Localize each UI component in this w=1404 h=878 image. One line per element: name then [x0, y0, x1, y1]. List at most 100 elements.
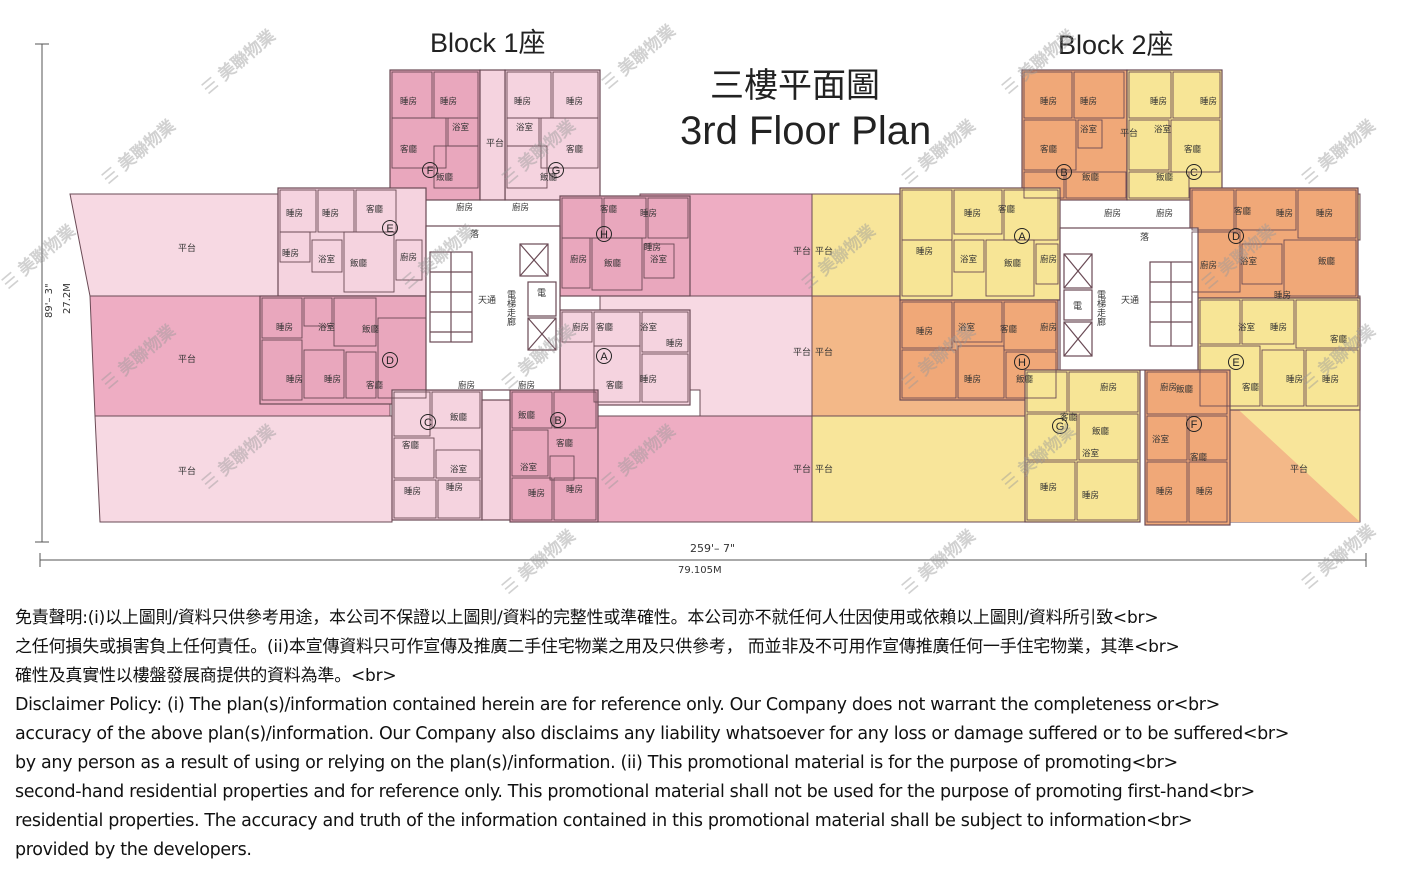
room-label: 睡房 [440, 96, 457, 107]
lift-b2-2 [1063, 289, 1093, 321]
room-label: 睡房 [640, 208, 657, 219]
room-label: 飯廳 [518, 410, 536, 421]
room-label: 浴室 [650, 254, 668, 265]
unit-b1-C [391, 389, 483, 521]
lift-lobby-label: 電梯走廊 [1095, 290, 1106, 327]
unit-letter: G [1056, 421, 1065, 433]
room-label: 浴室 [1080, 124, 1098, 135]
room-label: 廚房 [572, 322, 589, 333]
watermark-text: ☰ 美聯物業 [598, 20, 680, 93]
room-label: 睡房 [916, 246, 933, 257]
room-label: 睡房 [1200, 96, 1217, 107]
unit-b1-A [559, 309, 691, 406]
unit-letter: C [424, 417, 432, 429]
room-label: 浴室 [1152, 434, 1170, 445]
terrace-label: 平台 [178, 353, 196, 365]
disclaimer-en-line: by any person as a result of using or re… [15, 753, 1178, 773]
lift-label: 電 [537, 288, 546, 299]
room-label: 睡房 [446, 482, 463, 493]
terrace-label: 平台 [1290, 463, 1308, 475]
watermark-text: ☰ 美聯物業 [1298, 520, 1380, 593]
watermark-text: ☰ 美聯物業 [1298, 115, 1380, 188]
dimension-width-ft: 259'– 7" [690, 542, 735, 555]
terrace-label: 平台 [793, 245, 811, 257]
room-label: 客廳 [366, 380, 384, 391]
room-label: 廚房 [400, 252, 417, 263]
room-label: 飯廳 [604, 258, 622, 269]
room-label: 客廳 [1060, 412, 1078, 423]
room-label: 飯廳 [350, 258, 368, 269]
room-label: 客廳 [998, 204, 1016, 215]
room-label: 飯廳 [1176, 384, 1194, 395]
room-label: 睡房 [286, 374, 303, 385]
terrace-block2-bottom-left [811, 415, 1026, 523]
room-label: 客廳 [566, 144, 584, 155]
watermark-text: ☰ 美聯物業 [0, 220, 80, 293]
lift-b1-2 [527, 281, 557, 317]
room-label: 浴室 [318, 322, 336, 333]
fall-label: 落 [470, 228, 479, 240]
watermark-text: ☰ 美聯物業 [498, 525, 580, 598]
floor-plan-diagram: 睡房睡房浴室客廳飯廳廚房睡房睡房浴室飯廳客廳廚房睡房睡房客廳睡房浴室飯廳廚房客廳… [0, 20, 1380, 598]
plan-title-zh: 三樓平面圖 [710, 66, 880, 106]
unit-letter: F [427, 165, 434, 177]
terrace-block2-bottom-right-diag [1228, 400, 1360, 522]
watermark-text: ☰ 美聯物業 [198, 25, 280, 98]
room-label: 飯廳 [1156, 172, 1174, 183]
room-label: 睡房 [1316, 208, 1333, 219]
terrace-label: 平台 [178, 465, 196, 477]
room-label: 廚房 [1200, 260, 1217, 271]
block1-strip-bottom [481, 399, 511, 521]
room-label: 睡房 [1156, 486, 1173, 497]
room-label: 飯廳 [1004, 258, 1022, 269]
room-label: 飯廳 [1082, 172, 1100, 183]
unit-letter: E [386, 223, 393, 235]
room-divisions [261, 71, 1359, 523]
terrace-label: 平台 [793, 463, 811, 475]
room-label: 睡房 [404, 486, 421, 497]
unit-b1-F [389, 69, 481, 201]
room-label: 睡房 [1286, 374, 1303, 385]
room-label: 廚房 [456, 202, 473, 213]
dimension-lines [35, 43, 1367, 567]
room-label: 浴室 [960, 254, 978, 265]
unit-b2-D [1189, 187, 1359, 299]
disclaimer-zh-line: 免責聲明:(i)以上圖則/資料只供參考用途，本公司不保證以上圖則/資料的完整性或… [15, 608, 1159, 628]
unit-b2-C [1126, 69, 1223, 201]
room-label: 客廳 [1184, 144, 1202, 155]
room-label: 睡房 [1082, 490, 1099, 501]
room-label: 飯廳 [450, 412, 468, 423]
unit-b2-G [1024, 369, 1141, 523]
room-label: 睡房 [1040, 96, 1057, 107]
room-label: 浴室 [318, 254, 336, 265]
room-label: 睡房 [282, 248, 299, 259]
room-label: 浴室 [1240, 256, 1258, 267]
disclaimer-en-line: accuracy of the above plan(s)/informatio… [15, 724, 1290, 744]
plan-title-en: 3rd Floor Plan [680, 109, 931, 153]
room-label: 睡房 [566, 484, 583, 495]
unit-letter: C [1190, 167, 1198, 179]
room-label: 浴室 [1154, 124, 1172, 135]
room-label: 睡房 [400, 96, 417, 107]
room-label: 客廳 [606, 380, 624, 391]
room-label: 客廳 [1242, 382, 1260, 393]
terrace-label: 平台 [815, 245, 833, 257]
dimension-height-ft: 89'– 3" [44, 283, 55, 318]
room-label: 客廳 [1040, 144, 1058, 155]
room-label: 客廳 [1000, 324, 1018, 335]
room-label: 浴室 [1082, 448, 1100, 459]
unit-b1-G [504, 69, 601, 201]
terrace-label: 平台 [178, 242, 196, 254]
room-label: 睡房 [1270, 322, 1287, 333]
block2-title: Block 2座 [1058, 30, 1174, 60]
room-label: 廚房 [1156, 208, 1173, 219]
watermark-text: ☰ 美聯物業 [98, 115, 180, 188]
terrace-label: 平台 [815, 463, 833, 475]
core-labels: 電梯走廊 電梯走廊 天通 天通 電 電 落 落 [470, 228, 1149, 327]
room-label: 睡房 [276, 322, 293, 333]
block2-core [1059, 227, 1199, 371]
disclaimer: 免責聲明:(i)以上圖則/資料只供參考用途，本公司不保證以上圖則/資料的完整性或… [15, 604, 1400, 874]
unit-letter: H [600, 229, 608, 241]
room-label: 浴室 [452, 122, 470, 133]
